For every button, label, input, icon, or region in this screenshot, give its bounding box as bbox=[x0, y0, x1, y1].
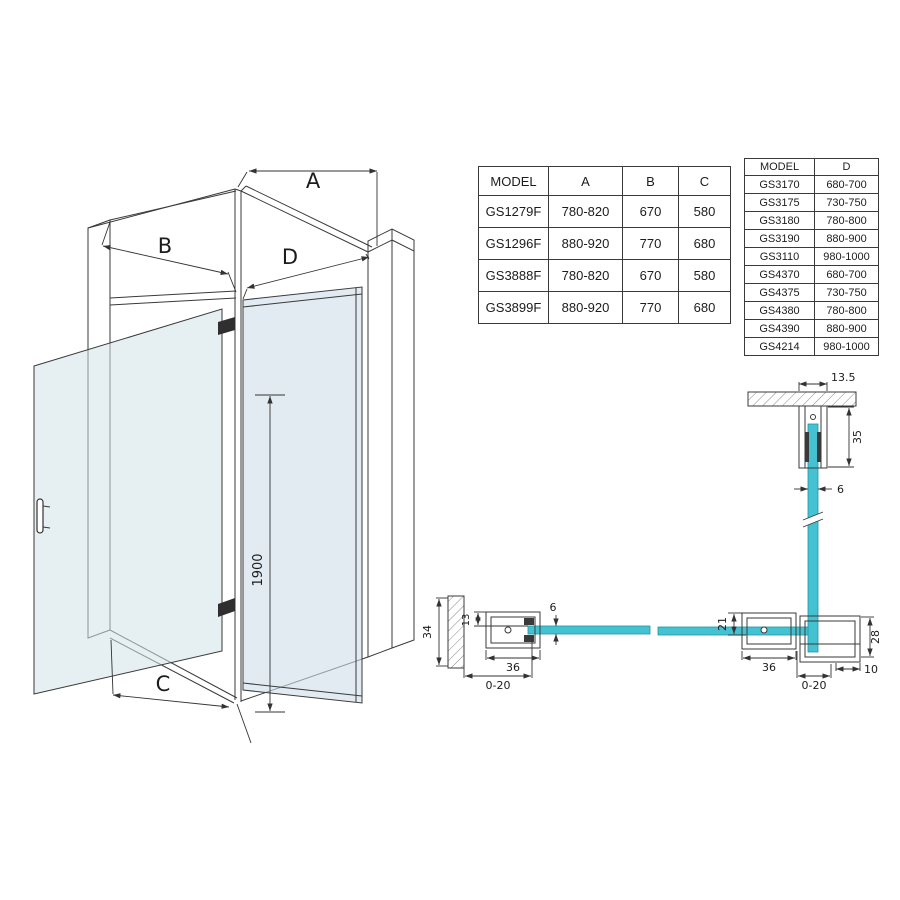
table-cell: 880-920 bbox=[548, 227, 623, 260]
corner-post-profile bbox=[741, 612, 797, 650]
detail-dimensions bbox=[436, 381, 874, 679]
table-cell: 780-800 bbox=[814, 301, 879, 320]
dim-10: 10 bbox=[864, 663, 878, 676]
table-cell: GS4390 bbox=[744, 319, 815, 338]
height-1900-label: 1900 bbox=[251, 553, 266, 586]
table-cell: GS4380 bbox=[744, 301, 815, 320]
dim-28: 28 bbox=[869, 630, 882, 644]
column-header-a: A bbox=[548, 166, 623, 196]
dim-35: 35 bbox=[851, 430, 864, 444]
table-cell: GS3170 bbox=[744, 175, 815, 194]
side-glass-panel bbox=[242, 286, 363, 704]
table-row: GS3899F 880-920 770 680 bbox=[478, 291, 731, 324]
column-header-b: B bbox=[622, 166, 679, 196]
corner-post bbox=[234, 188, 242, 702]
table-cell: GS3888F bbox=[478, 259, 549, 292]
dim-36-wall: 36 bbox=[506, 661, 520, 674]
table-row: GS1279F 780-820 670 580 bbox=[478, 195, 731, 228]
table-cell: 580 bbox=[678, 259, 731, 292]
column-header-c: C bbox=[678, 166, 731, 196]
wall-section-plan bbox=[447, 595, 465, 669]
table-cell: 770 bbox=[622, 227, 679, 260]
top-wall-profile bbox=[798, 405, 828, 469]
table-cell: 730-750 bbox=[814, 283, 879, 302]
dim-13-5: 13.5 bbox=[831, 371, 856, 384]
table-row: GS4380 780-800 bbox=[744, 301, 879, 320]
table-cell: 880-920 bbox=[548, 291, 623, 324]
glass-break-mark bbox=[802, 511, 824, 528]
table-cell: 780-820 bbox=[548, 259, 623, 292]
table-cell: 880-900 bbox=[814, 229, 879, 248]
dim-34: 34 bbox=[421, 625, 434, 639]
table-cell: GS4214 bbox=[744, 337, 815, 356]
table-row: GS3888F 780-820 670 580 bbox=[478, 259, 731, 292]
table-header-row: MODEL A B C bbox=[478, 166, 731, 196]
corner-floor-profile bbox=[799, 615, 861, 663]
dim-21: 21 bbox=[716, 617, 729, 631]
dim-6-door: 6 bbox=[550, 601, 557, 614]
table-row: GS3180 780-800 bbox=[744, 211, 879, 230]
dimension-b-label: B bbox=[158, 234, 172, 258]
section-details: 13.5 35 6 28 10 34 13 6 36 0-20 21 36 0-… bbox=[421, 371, 882, 692]
dim-36-corner: 36 bbox=[762, 661, 776, 674]
table-cell: GS3190 bbox=[744, 229, 815, 248]
vertical-glass-section bbox=[807, 423, 819, 653]
table-cell: GS1279F bbox=[478, 195, 549, 228]
dimension-c-label: C bbox=[156, 672, 171, 696]
table-row: GS4390 880-900 bbox=[744, 319, 879, 338]
column-header-model: MODEL bbox=[744, 158, 815, 176]
table-cell: GS3180 bbox=[744, 211, 815, 230]
table-cell: 670 bbox=[622, 259, 679, 292]
model-spec-table: MODEL A B C GS1279F 780-820 670 580 GS12… bbox=[478, 166, 731, 324]
column-header-d: D bbox=[814, 158, 879, 176]
table-cell: 680 bbox=[678, 291, 731, 324]
dim-13: 13 bbox=[461, 614, 472, 627]
iso-dimensions bbox=[101, 168, 378, 744]
table-cell: GS1296F bbox=[478, 227, 549, 260]
table-cell: GS4375 bbox=[744, 283, 815, 302]
table-cell: 980-1000 bbox=[814, 337, 879, 356]
door-handle bbox=[36, 498, 51, 534]
table-cell: 680 bbox=[678, 227, 731, 260]
table-row: GS4375 730-750 bbox=[744, 283, 879, 302]
table-cell: GS3110 bbox=[744, 247, 815, 266]
door-hinge-top bbox=[218, 317, 235, 335]
wall-glass-section bbox=[527, 625, 651, 635]
dim-0-20-wall: 0-20 bbox=[486, 679, 511, 692]
table-cell: 880-900 bbox=[814, 319, 879, 338]
table-cell: 680-700 bbox=[814, 175, 879, 194]
corner-glass-section bbox=[657, 626, 809, 636]
table-row: GS4214 980-1000 bbox=[744, 337, 879, 356]
table-cell: GS4370 bbox=[744, 265, 815, 284]
side-panel-table: MODEL D GS3170 680-700 GS3175 730-750 GS… bbox=[744, 158, 879, 356]
table-row: GS3170 680-700 bbox=[744, 175, 879, 194]
dim-0-20-corner: 0-20 bbox=[802, 679, 827, 692]
table-cell: 770 bbox=[622, 291, 679, 324]
table-cell: 730-750 bbox=[814, 193, 879, 212]
table-row: GS3175 730-750 bbox=[744, 193, 879, 212]
table-row: GS3190 880-900 bbox=[744, 229, 879, 248]
table-cell: GS3175 bbox=[744, 193, 815, 212]
table-cell: GS3899F bbox=[478, 291, 549, 324]
door-wall-profile bbox=[485, 611, 541, 649]
table-row: GS1296F 880-920 770 680 bbox=[478, 227, 731, 260]
table-row: GS3110 980-1000 bbox=[744, 247, 879, 266]
table-cell: 980-1000 bbox=[814, 247, 879, 266]
table-cell: 580 bbox=[678, 195, 731, 228]
table-header-row: MODEL D bbox=[744, 158, 879, 176]
table-row: GS4370 680-700 bbox=[744, 265, 879, 284]
dim-6-side: 6 bbox=[837, 483, 844, 496]
table-cell: 780-800 bbox=[814, 211, 879, 230]
table-cell: 780-820 bbox=[548, 195, 623, 228]
dimension-a-label: A bbox=[306, 169, 321, 193]
dimension-d-label: D bbox=[282, 245, 298, 269]
pivot-door bbox=[33, 308, 235, 695]
table-cell: 670 bbox=[622, 195, 679, 228]
door-hinge-bottom bbox=[218, 598, 235, 617]
table-cell: 680-700 bbox=[814, 265, 879, 284]
column-header-model: MODEL bbox=[478, 166, 549, 196]
isometric-enclosure: A B D C 1900 bbox=[33, 168, 415, 744]
ceiling-wall-section bbox=[747, 391, 857, 407]
